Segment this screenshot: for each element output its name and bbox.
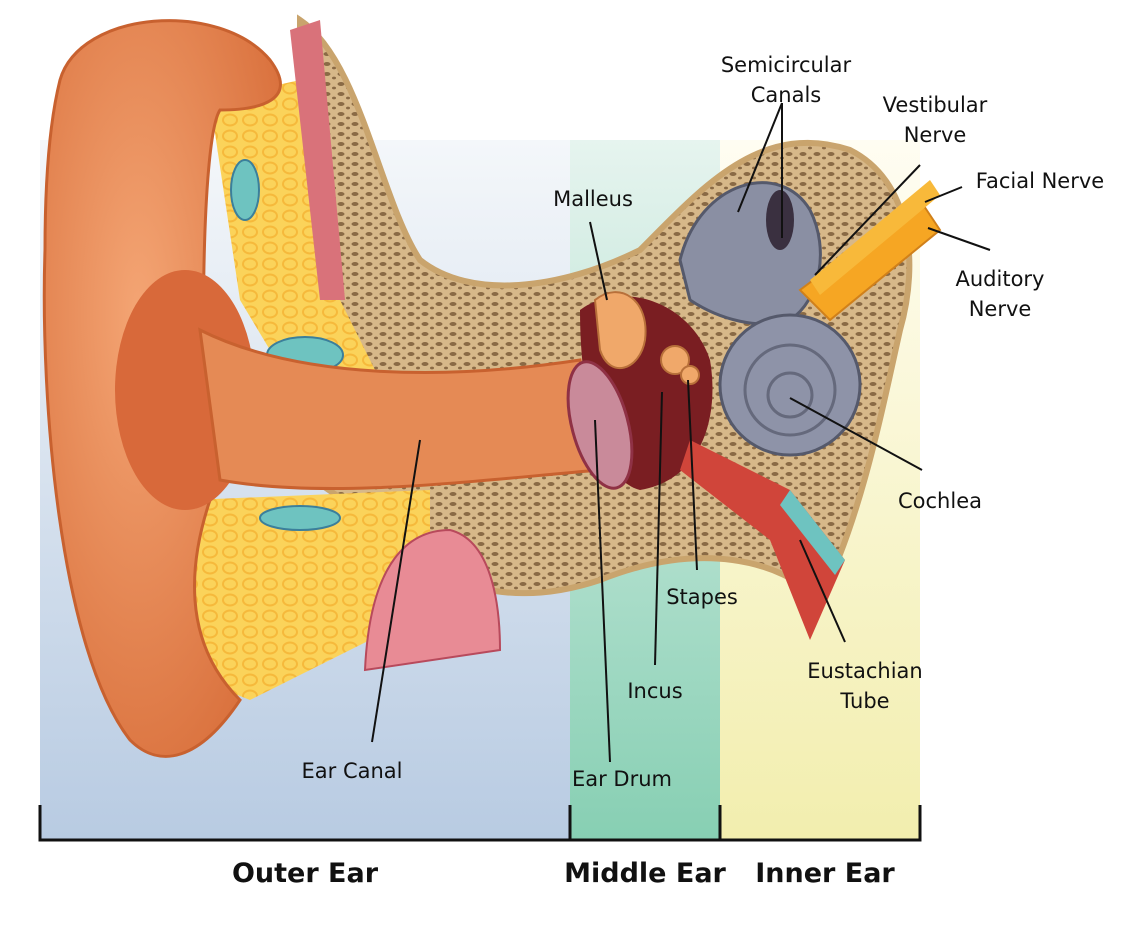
section-outer-ear: Outer Ear xyxy=(232,858,379,889)
malleus-bone xyxy=(593,291,647,370)
label-semicircular-canals-2: Canals xyxy=(751,83,822,107)
cochlea-spiral xyxy=(766,371,814,419)
label-ear-drum: Ear Drum xyxy=(572,767,672,791)
section-bracket xyxy=(38,805,922,842)
label-ear-canal: Ear Canal xyxy=(302,759,403,783)
label-stapes: Stapes xyxy=(666,585,738,609)
canal-loop xyxy=(766,190,794,250)
label-eustachian-tube: Eustachian xyxy=(807,659,923,683)
eustachian-tube-lining xyxy=(780,490,845,575)
cartilage xyxy=(259,505,341,531)
label-incus: Incus xyxy=(627,679,682,703)
eustachian-tube-shape xyxy=(680,440,845,640)
section-middle-ear: Middle Ear xyxy=(564,858,726,889)
label-vestibular-nerve-2: Nerve xyxy=(904,123,967,147)
label-cochlea: Cochlea xyxy=(898,489,982,513)
ear-drum-shape xyxy=(566,360,634,490)
cartilage xyxy=(230,159,260,221)
fatty-tissue-upper xyxy=(210,80,380,400)
label-auditory-nerve-2: Nerve xyxy=(969,297,1032,321)
label-eustachian-tube-2: Tube xyxy=(839,689,889,713)
label-semicircular-canals: Semicircular xyxy=(721,53,852,77)
fatty-tissue-lower xyxy=(190,490,430,700)
label-vestibular-nerve: Vestibular xyxy=(883,93,988,117)
facial-nerve-shape xyxy=(810,180,940,295)
section-inner-ear: Inner Ear xyxy=(755,858,895,889)
label-auditory-nerve: Auditory xyxy=(956,267,1045,291)
cochlea-spiral xyxy=(743,343,837,437)
label-facial-nerve: Facial Nerve xyxy=(976,169,1104,193)
label-malleus: Malleus xyxy=(553,187,633,211)
muscle xyxy=(290,20,345,300)
leader-lines xyxy=(371,102,991,763)
stapes-bone xyxy=(680,365,700,385)
incus-bone xyxy=(660,345,690,375)
gland xyxy=(363,528,502,672)
